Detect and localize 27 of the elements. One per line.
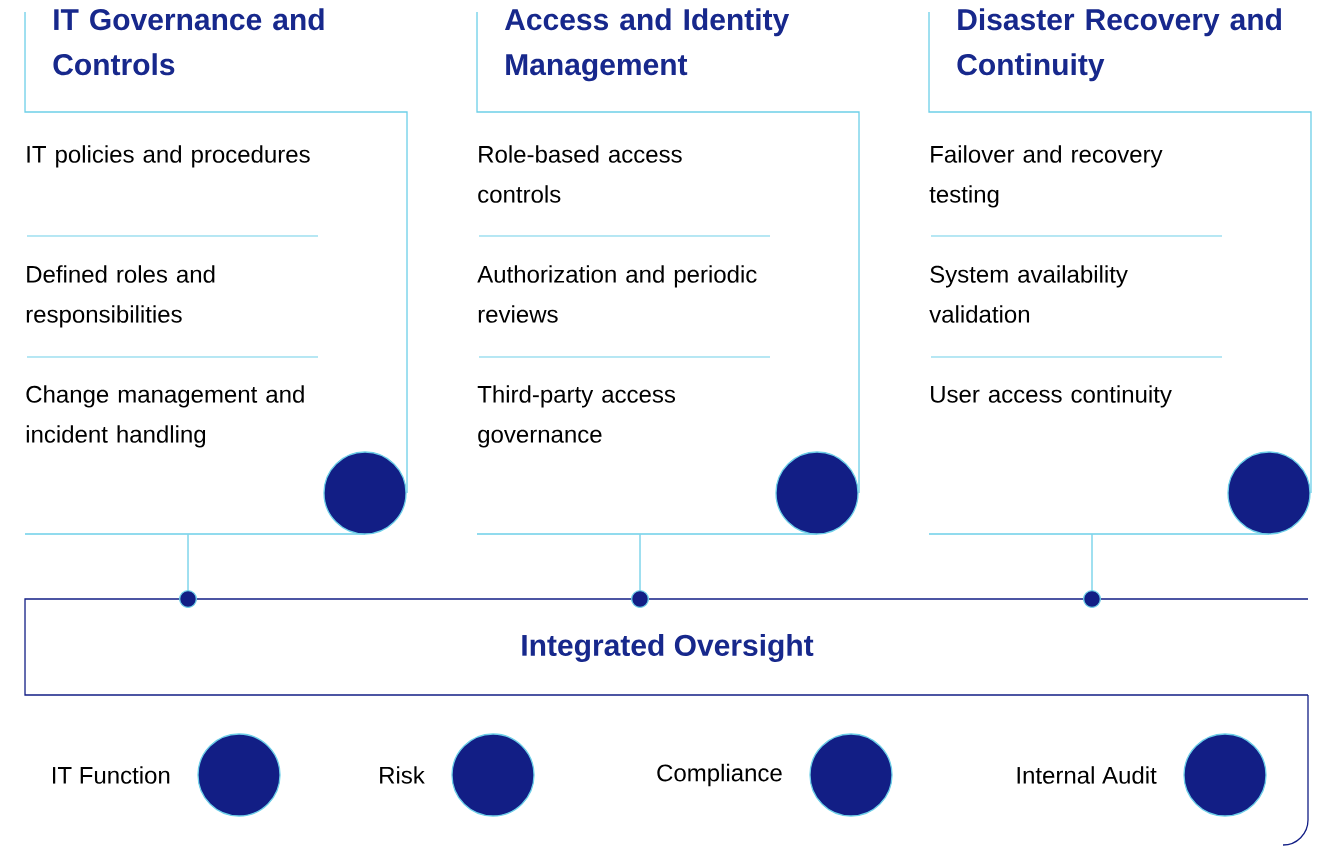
section-panel: Disaster Recovery and Continuity Failover and recovery testing System availability validation User access continuity <box>928 8 1312 535</box>
circle-label: Internal Audit <box>1017 766 1157 784</box>
list-item: User access continuity <box>931 385 1172 408</box>
circle-label: Risk <box>380 766 425 784</box>
connector <box>179 533 197 608</box>
circle-label: Compliance <box>657 763 782 787</box>
circle-marker <box>1227 451 1311 535</box>
circle-label: IT Function <box>52 766 170 784</box>
list-item: Authorization and periodic reviews <box>477 265 757 323</box>
circle-marker <box>323 451 407 535</box>
list-item: Defined roles and responsibilities <box>26 265 215 328</box>
list-item: Failover and recovery testing <box>929 145 1163 208</box>
list-item: System availability validation <box>929 265 1128 323</box>
oversight-band: Integrated Oversight <box>24 598 1309 696</box>
circle-marker <box>197 733 281 817</box>
section-panel: Access and Identity Management Role-based access controls Authorization and periodic reviews Third-party access governance <box>476 8 860 535</box>
circle-marker <box>775 451 859 535</box>
circle-marker <box>809 733 893 817</box>
list-item: Third-party access governance <box>477 385 676 448</box>
circle-marker <box>451 733 535 817</box>
list-item: IT policies and procedures <box>27 145 310 168</box>
connector <box>631 533 649 608</box>
circle-marker <box>1183 733 1267 817</box>
connector <box>1083 533 1101 608</box>
list-item: Role-based access controls <box>478 145 682 203</box>
section-panel: IT Governance and Controls IT policies and procedures Defined roles and responsibilities Change management and incident handling <box>24 8 408 535</box>
list-item: Change management and incident handling <box>26 385 304 448</box>
